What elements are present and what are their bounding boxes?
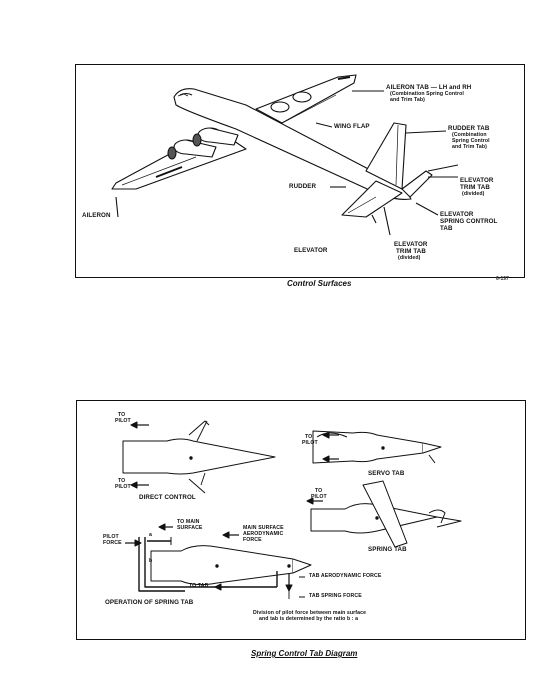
division-note: Division of pilot force between main sur… xyxy=(253,610,367,616)
to-tab-label: TO TAB xyxy=(189,583,209,589)
control-surfaces-figure: AILERON TAB — LH and RH (Combination Spr… xyxy=(75,64,525,278)
rudder-tab-note: Spring Control xyxy=(452,138,490,144)
operation-of-spring-tab-label: OPERATION OF SPRING TAB xyxy=(105,599,194,606)
aileron-tab-note: and Trim Tab) xyxy=(390,97,425,103)
division-note: and tab is determined by the ratio b : a xyxy=(259,616,359,622)
rudder-tab-label: RUDDER TAB xyxy=(448,125,490,132)
elevator-spring-control-tab-label: SPRING CONTROL xyxy=(440,218,498,225)
elevator-trim-tab-upper-label: TRIM TAB xyxy=(460,184,490,191)
airplane-illustration xyxy=(111,74,459,236)
elevator-trim-tab-lower-label: ELEVATOR xyxy=(394,241,428,248)
elevator-label: ELEVATOR xyxy=(294,247,328,254)
elevator-trim-tab-lower-label: (divided) xyxy=(398,255,421,261)
rudder-tab-note: and Trim Tab) xyxy=(452,144,487,150)
elevator-trim-tab-upper-label: (divided) xyxy=(462,191,485,197)
spring-tab-label: SPRING TAB xyxy=(368,546,407,553)
main-surface-force-label: MAIN SURFACE xyxy=(243,525,284,531)
elevator-trim-tab-upper-label: ELEVATOR xyxy=(460,177,494,184)
spring-to-pilot-label: PILOT xyxy=(311,494,327,500)
rudder-label: RUDDER xyxy=(289,183,317,190)
ratio-b-label: b xyxy=(149,558,153,564)
to-pilot-label: PILOT xyxy=(115,484,131,490)
spring-control-tab-figure: TO PILOT TO PILOT DIRECT CONTROL TO PILO… xyxy=(76,400,526,640)
rudder-tab-note: (Combination xyxy=(452,132,487,138)
direct-control-label: DIRECT CONTROL xyxy=(139,494,196,501)
aileron-tab-label: AILERON TAB — LH and RH xyxy=(386,84,472,91)
elevator-trim-tab-lower-label: TRIM TAB xyxy=(396,248,426,255)
to-pilot-label: TO xyxy=(118,478,126,484)
elevator-spring-control-tab-label: TAB xyxy=(440,225,453,232)
elevator-spring-control-tab-label: ELEVATOR xyxy=(440,211,474,218)
main-surface-force-label: FORCE xyxy=(243,537,262,543)
spring-control-tab-caption: Spring Control Tab Diagram xyxy=(251,649,358,658)
tab-aerodynamic-force-label: TAB AERODYNAMIC FORCE xyxy=(309,573,382,579)
main-surface-force-label: AERODYNAMIC xyxy=(243,531,284,537)
to-pilot-label: PILOT xyxy=(115,418,131,424)
pilot-force-label: PILOT xyxy=(103,534,119,540)
to-main-surface-label: SURFACE xyxy=(177,525,203,531)
servo-to-pilot-label: PILOT xyxy=(302,440,318,446)
ratio-a-label: a xyxy=(149,532,152,538)
spring-to-pilot-label: TO xyxy=(315,488,323,494)
aileron-tab-note: (Combination Spring Control xyxy=(390,91,464,97)
pilot-force-label: FORCE xyxy=(103,540,122,546)
control-surfaces-caption: Control Surfaces xyxy=(287,279,352,288)
aileron-label: AILERON xyxy=(82,212,111,219)
to-main-surface-label: TO MAIN xyxy=(177,519,200,525)
tab-spring-force-label: TAB SPRING FORCE xyxy=(309,593,362,599)
figure-code: 6-197 xyxy=(496,276,509,282)
servo-tab-label: SERVO TAB xyxy=(368,470,405,477)
spring-tab-diagrams xyxy=(122,420,462,599)
to-pilot-label: TO xyxy=(118,412,126,418)
wing-flap-label: WING FLAP xyxy=(334,123,370,130)
servo-to-pilot-label: TO xyxy=(305,434,313,440)
